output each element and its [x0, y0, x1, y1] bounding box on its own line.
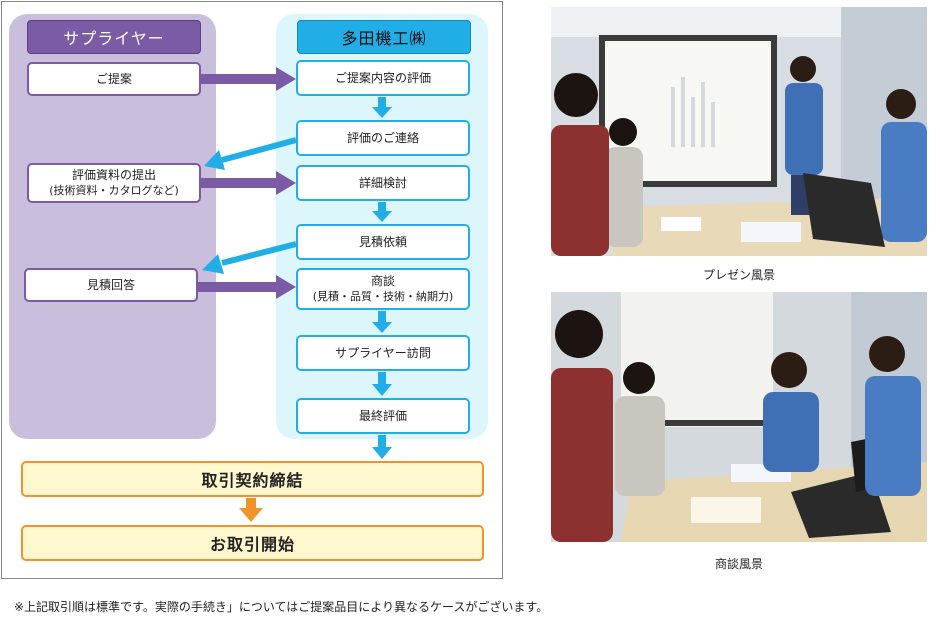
- step-quote-request: 見積依頼: [296, 224, 470, 260]
- meeting-caption: 商談風景: [714, 557, 763, 571]
- step-contact: 評価のご連絡: [296, 120, 470, 156]
- meeting-photo: [551, 292, 927, 542]
- step-negotiation-sublabel: (見積・品質・技術・納期力): [312, 290, 454, 303]
- step-proposal-label: ご提案: [95, 72, 132, 86]
- step-final: 最終評価: [296, 398, 470, 434]
- step-eval-docs: 評価資料の提出 (技術資料・カタログなど): [27, 163, 201, 203]
- meeting-photo-illustration: [551, 292, 927, 542]
- step-detail: 詳細検討: [296, 165, 470, 201]
- step-visit: サプライヤー訪問: [296, 335, 470, 371]
- footnote: ※上記取引順は標準です。実際の手続き」についてはご提案品目により異なるケースがご…: [14, 600, 549, 614]
- presentation-photo-illustration: [551, 7, 927, 256]
- step-eval-docs-sublabel: (技術資料・カタログなど): [49, 184, 179, 197]
- presentation-caption: プレゼン風景: [702, 268, 775, 282]
- stage-contract: 取引契約締結: [21, 461, 484, 497]
- step-evaluation: ご提案内容の評価: [296, 60, 470, 96]
- step-detail-label: 詳細検討: [358, 176, 407, 190]
- step-quote-reply-label: 見積回答: [86, 278, 135, 292]
- presentation-photo: [551, 7, 927, 256]
- step-visit-label: サプライヤー訪問: [335, 346, 431, 360]
- stage-start: お取引開始: [21, 525, 484, 561]
- step-eval-docs-label: 評価資料の提出: [71, 168, 156, 182]
- step-quote-request-label: 見積依頼: [358, 235, 407, 249]
- step-proposal: ご提案: [27, 62, 201, 96]
- tada-lane-header: 多田機工㈱: [297, 20, 471, 54]
- step-contact-label: 評価のご連絡: [346, 131, 419, 145]
- supplier-lane-header: サプライヤー: [27, 20, 201, 54]
- step-negotiation: 商談 (見積・品質・技術・納期力): [296, 268, 470, 310]
- step-quote-reply: 見積回答: [24, 268, 198, 302]
- step-evaluation-label: ご提案内容の評価: [334, 71, 431, 85]
- step-final-label: 最終評価: [358, 409, 407, 423]
- step-negotiation-label: 商談: [370, 274, 395, 288]
